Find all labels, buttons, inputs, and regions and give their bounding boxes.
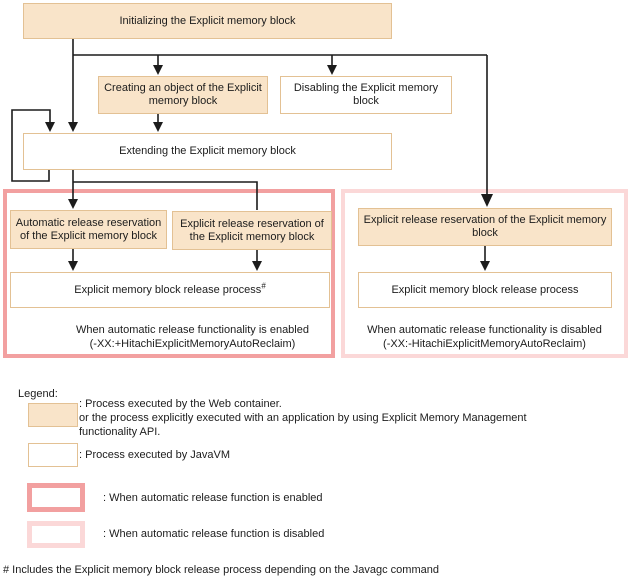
legend-web-container: : Process executed by the Web container.… [79, 397, 627, 439]
node-auto-release-reservation-label: Automatic release reservation of the Exp… [15, 216, 162, 242]
node-release-process-right: Explicit memory block release process [358, 272, 612, 308]
node-initializing: Initializing the Explicit memory block [23, 3, 392, 39]
arrowhead-icon [481, 194, 493, 207]
node-creating-object-label: Creating an object of the Explicit memor… [104, 82, 262, 107]
caption-enabled-line1: When automatic release functionality is … [76, 324, 309, 336]
node-auto-release-reservation: Automatic release reservation of the Exp… [10, 210, 167, 249]
arrowhead-icon [68, 122, 78, 132]
arrowhead-icon [68, 261, 78, 271]
arrowhead-icon [45, 122, 55, 132]
node-release-process-right-label: Explicit memory block release process [391, 283, 579, 296]
arrowhead-icon [153, 122, 163, 132]
node-extending-label: Extending the Explicit memory block [119, 145, 296, 157]
caption-enabled: When automatic release functionality is … [45, 323, 340, 351]
legend-swatch-disabled [27, 521, 85, 548]
legend-web-container-line3: functionality API. [79, 426, 161, 438]
arrowhead-icon [327, 65, 337, 75]
footnote: # Includes the Explicit memory block rel… [3, 564, 439, 576]
legend-swatch-javavm [28, 443, 78, 467]
node-extending: Extending the Explicit memory block [23, 133, 392, 170]
edge-extending-self-loop [11, 109, 51, 182]
node-disabling-label: Disabling the Explicit memory block [293, 82, 439, 107]
caption-disabled: When automatic release functionality is … [341, 323, 628, 351]
legend-web-container-line2: or the process explicitly executed with … [79, 412, 527, 424]
node-release-process-left: Explicit memory block release process# [10, 272, 330, 308]
node-explicit-release-reservation-left-label: Explicit release reservation of the Expl… [180, 217, 324, 243]
node-disabling: Disabling the Explicit memory block [280, 76, 452, 114]
node-creating-object: Creating an object of the Explicit memor… [98, 76, 268, 114]
caption-disabled-line2: (-XX:-HitachiExplicitMemoryAutoReclaim) [383, 338, 586, 350]
legend-title: Legend: [18, 388, 58, 400]
edge-extending-to-explicit-release-left [73, 181, 258, 210]
node-initializing-label: Initializing the Explicit memory block [119, 14, 296, 27]
footnote-mark: # [261, 280, 266, 290]
legend-disabled: : When automatic release function is dis… [103, 528, 325, 540]
node-explicit-release-reservation-right: Explicit release reservation of the Expl… [358, 208, 612, 246]
caption-enabled-line2: (-XX:+HitachiExplicitMemoryAutoReclaim) [89, 338, 296, 350]
arrowhead-icon [480, 261, 490, 271]
arrowhead-icon [153, 65, 163, 75]
legend-swatch-web-container [28, 403, 78, 427]
caption-disabled-line1: When automatic release functionality is … [367, 324, 602, 336]
legend-enabled: : When automatic release function is ena… [103, 492, 323, 504]
node-explicit-release-reservation-right-label: Explicit release reservation of the Expl… [363, 214, 607, 239]
legend-swatch-enabled [27, 483, 85, 512]
legend-web-container-line1: : Process executed by the Web container. [79, 398, 282, 410]
arrowhead-icon [252, 261, 262, 271]
legend-javavm: : Process executed by JavaVM [79, 449, 231, 461]
node-explicit-release-reservation-left: Explicit release reservation of the Expl… [172, 211, 332, 250]
arrowhead-icon [68, 199, 78, 209]
node-release-process-left-label: Explicit memory block release process# [74, 280, 266, 296]
